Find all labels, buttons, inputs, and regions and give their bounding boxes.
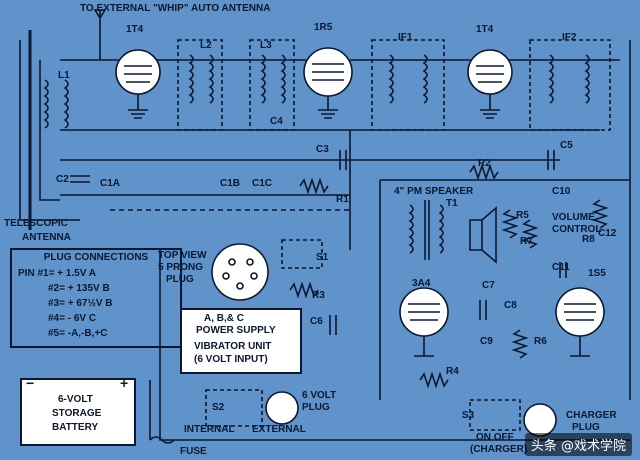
power-supply-abc: A, B,& C <box>204 313 244 324</box>
six-volt-plug-label: 6 VOLT <box>302 390 337 401</box>
charger-plug-label: CHARGER <box>566 410 617 421</box>
c7-label: C7 <box>482 280 495 291</box>
r5-label: R5 <box>516 210 529 221</box>
l1-label: L1 <box>58 70 70 81</box>
if1-label: IF1 <box>398 32 413 43</box>
c3-label: C3 <box>316 144 329 155</box>
battery-plus: + <box>120 375 129 391</box>
battery-minus: − <box>26 375 35 391</box>
battery-label: BATTERY <box>52 422 99 433</box>
plug-label: PLUG <box>166 274 194 285</box>
plug-row: #3= + 67½V B <box>48 298 113 309</box>
s1-label: S1 <box>316 252 329 263</box>
plug-row: #4= - 6V C <box>48 313 97 324</box>
l3-label: L3 <box>260 40 272 51</box>
charger-paren-label: (CHARGER) <box>470 444 528 455</box>
c1c-label: C1C <box>252 178 273 189</box>
c2-label: C2 <box>56 174 69 185</box>
power-supply-box: A, B,& C POWER SUPPLY VIBRATOR UNIT (6 V… <box>180 308 302 374</box>
tube-1t4-label: 1T4 <box>126 24 144 35</box>
plug-row: #2= + 135V B <box>48 283 110 294</box>
watermark: 头条 @戏术学院 <box>524 433 632 456</box>
charger-plug-label-2: PLUG <box>572 422 600 433</box>
battery-storage: STORAGE <box>52 408 102 419</box>
s3-label: S3 <box>462 410 475 421</box>
speaker-label: 4" PM SPEAKER <box>394 186 474 197</box>
r4-label: R4 <box>446 366 459 377</box>
l2-label: L2 <box>200 40 212 51</box>
internal-label: INTERNAL <box>184 424 235 435</box>
tube-3a4-label: 3A4 <box>412 278 431 289</box>
on-off-label: ON OFF <box>476 432 514 443</box>
tube-1r5-label: 1R5 <box>314 22 333 33</box>
r1-label: R1 <box>336 194 349 205</box>
c12-label: C12 <box>598 228 617 239</box>
t1-label: T1 <box>446 198 458 209</box>
r8-label: R8 <box>582 234 595 245</box>
power-supply-title: POWER SUPPLY <box>196 325 276 336</box>
c9-label: C9 <box>480 336 493 347</box>
r2-label: R2 <box>478 158 491 169</box>
volume-label: VOLUME <box>552 212 595 223</box>
c4-label: C4 <box>270 116 283 127</box>
c10-label: C10 <box>552 186 571 197</box>
vibrator-unit-label: VIBRATOR UNIT <box>194 341 272 352</box>
top-view-label: TOP VIEW <box>158 250 207 261</box>
battery-voltage: 6-VOLT <box>58 394 93 405</box>
six-volt-plug-label-2: PLUG <box>302 402 330 413</box>
plug-row: PIN #1= + 1.5V A <box>18 268 97 279</box>
s2-label: S2 <box>212 402 225 413</box>
r7-label: R7 <box>520 236 533 247</box>
telescopic-label: TELESCOPIC <box>4 218 68 229</box>
c11-label: C11 <box>552 262 570 273</box>
c1b-label: C1B <box>220 178 241 189</box>
fuse-label: FUSE <box>180 446 207 457</box>
storage-battery-box: − + 6-VOLT STORAGE BATTERY <box>20 375 136 446</box>
control-label: CONTROL <box>552 224 602 235</box>
antenna-label: ANTENNA <box>22 232 71 243</box>
volt-input-label: (6 VOLT INPUT) <box>194 354 268 365</box>
tube-1t4-second-label: 1T4 <box>476 24 494 35</box>
plug-row: #5= -A,-B,+C <box>48 328 108 339</box>
if2-label: IF2 <box>562 32 577 43</box>
c6-label: C6 <box>310 316 323 327</box>
c5-label: C5 <box>560 140 573 151</box>
plug-connections-title: PLUG CONNECTIONS <box>43 252 149 263</box>
r6-label: R6 <box>534 336 547 347</box>
external-antenna-label: TO EXTERNAL "WHIP" AUTO ANTENNA <box>80 3 271 14</box>
c8-label: C8 <box>504 300 517 311</box>
c1a-label: C1A <box>100 178 121 189</box>
external-label: EXTERNAL <box>252 424 306 435</box>
r3-label: R3 <box>312 290 325 301</box>
plug-connections-table: PLUG CONNECTIONS PIN #1= + 1.5V A #2= + … <box>10 248 182 348</box>
tube-1s5-label: 1S5 <box>588 268 606 279</box>
